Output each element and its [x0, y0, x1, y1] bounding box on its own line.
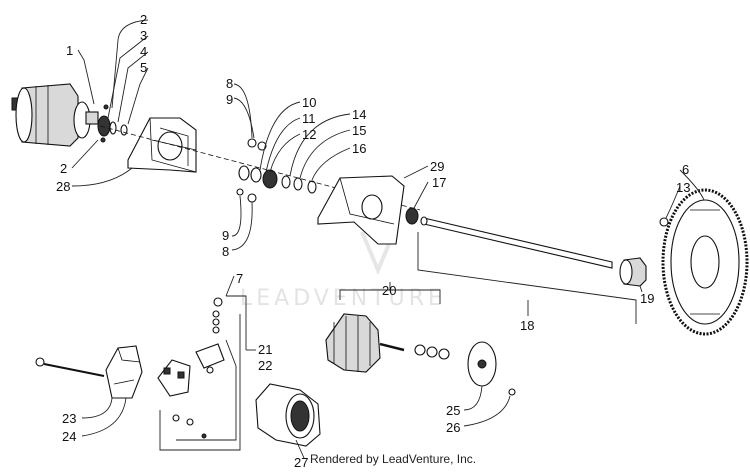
leader-lines	[71, 19, 705, 459]
drive-gear-part	[619, 257, 647, 287]
callout-15: 15	[352, 123, 366, 138]
callout-7: 7	[236, 271, 243, 286]
callout-17: 17	[432, 175, 446, 190]
through-bolt-part	[35, 357, 105, 377]
credit-text: Rendered by LeadVenture, Inc.	[310, 452, 477, 466]
armature-part	[325, 313, 450, 373]
callout-22: 22	[258, 358, 272, 373]
callout-18: 18	[520, 318, 534, 333]
callout-19: 19	[640, 291, 654, 306]
support-plate-part	[317, 175, 405, 245]
callout-13: 13	[676, 180, 690, 195]
ring-gear-part	[659, 188, 749, 336]
callout-24: 24	[62, 429, 76, 444]
bolt-lower-part	[236, 188, 257, 203]
callout-21: 21	[258, 342, 272, 357]
callout-12: 12	[302, 127, 316, 142]
callout-2-top: 2	[140, 12, 147, 27]
callout-2-bottom: 2	[60, 161, 67, 176]
brush-spring-part	[172, 343, 225, 439]
callout-14: 14	[352, 107, 366, 122]
callout-10: 10	[302, 95, 316, 110]
bushing-part	[238, 165, 317, 194]
pinion-gear-part	[97, 104, 128, 143]
retaining-ring-part	[405, 207, 419, 225]
watermark-logo: LEADVENTURE	[240, 231, 442, 311]
drive-shaft-part	[420, 216, 613, 269]
callout-9-bottom: 9	[222, 228, 229, 243]
callout-27: 27	[294, 455, 308, 470]
end-cap-part	[105, 345, 143, 399]
callout-28: 28	[56, 179, 70, 194]
callout-23: 23	[62, 411, 76, 426]
starter-motor-part	[11, 83, 99, 147]
callout-26: 26	[446, 420, 460, 435]
callout-4: 4	[140, 44, 147, 59]
motor-housing-part	[255, 383, 321, 447]
callout-labels: 1 2 3 4 5 2 28 8 9 10 11 12 14 15 16 9 8…	[56, 12, 690, 470]
callout-6: 6	[682, 162, 689, 177]
callout-8-top: 8	[226, 76, 233, 91]
callout-11: 11	[302, 111, 316, 126]
callout-16: 16	[352, 141, 366, 156]
brush-plate-part	[157, 359, 191, 397]
mounting-bracket-part	[127, 117, 197, 173]
callout-5: 5	[140, 60, 147, 75]
callout-9-top: 9	[226, 92, 233, 107]
callout-8-bottom: 8	[222, 244, 229, 259]
callout-20: 20	[382, 283, 396, 298]
bolt-upper-part	[247, 138, 267, 151]
callout-3: 3	[140, 28, 147, 43]
callout-25: 25	[446, 403, 460, 418]
callout-1: 1	[66, 43, 73, 58]
callout-29: 29	[430, 159, 444, 174]
terminal-nut-part	[212, 297, 223, 334]
end-plate-part	[467, 341, 516, 396]
